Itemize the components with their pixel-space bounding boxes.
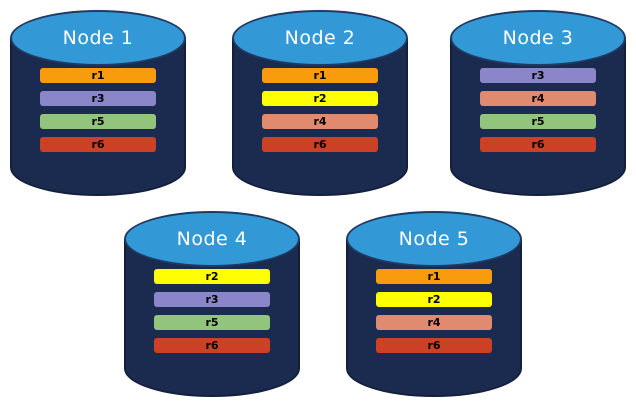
replica-bar-r6: r6 xyxy=(480,137,596,152)
replica-bar-r5: r5 xyxy=(480,114,596,129)
replica-stack: r3 r4 r5 r6 xyxy=(480,68,596,152)
replica-bar-r3: r3 xyxy=(480,68,596,83)
replica-bar-r1: r1 xyxy=(376,269,492,284)
database-node: Node 3 r3 r4 r5 r6 xyxy=(450,10,626,196)
node-label: Node 3 xyxy=(502,27,574,49)
replica-stack: r1 r2 r4 r6 xyxy=(376,269,492,353)
replica-bar-r4: r4 xyxy=(480,91,596,106)
database-node: Node 5 r1 r2 r4 r6 xyxy=(346,211,522,397)
node-label: Node 1 xyxy=(62,27,134,49)
node-label: Node 5 xyxy=(398,228,470,250)
cylinder-top-ellipse xyxy=(124,211,300,267)
node-label: Node 2 xyxy=(284,27,356,49)
replica-bar-r3: r3 xyxy=(40,91,156,106)
replica-bar-r3: r3 xyxy=(154,292,270,307)
database-node: Node 4 r2 r3 r5 r6 xyxy=(124,211,300,397)
database-node: Node 2 r1 r2 r4 r6 xyxy=(232,10,408,196)
replica-bar-r4: r4 xyxy=(376,315,492,330)
database-node: Node 1 r1 r3 r5 r6 xyxy=(10,10,186,196)
replica-bar-r2: r2 xyxy=(154,269,270,284)
cylinder-top-ellipse xyxy=(10,10,186,66)
replica-bar-r1: r1 xyxy=(262,68,378,83)
replica-bar-r6: r6 xyxy=(154,338,270,353)
replica-stack: r2 r3 r5 r6 xyxy=(154,269,270,353)
replica-bar-r2: r2 xyxy=(262,91,378,106)
replica-bar-r4: r4 xyxy=(262,114,378,129)
cylinder-top-ellipse xyxy=(232,10,408,66)
replica-bar-r6: r6 xyxy=(40,137,156,152)
replica-bar-r5: r5 xyxy=(154,315,270,330)
replica-bar-r6: r6 xyxy=(262,137,378,152)
replica-bar-r2: r2 xyxy=(376,292,492,307)
cylinder-top-ellipse xyxy=(346,211,522,267)
node-label: Node 4 xyxy=(176,228,248,250)
replica-stack: r1 r2 r4 r6 xyxy=(262,68,378,152)
cylinder-top-ellipse xyxy=(450,10,626,66)
replica-bar-r5: r5 xyxy=(40,114,156,129)
replica-stack: r1 r3 r5 r6 xyxy=(40,68,156,152)
replica-bar-r6: r6 xyxy=(376,338,492,353)
replica-bar-r1: r1 xyxy=(40,68,156,83)
